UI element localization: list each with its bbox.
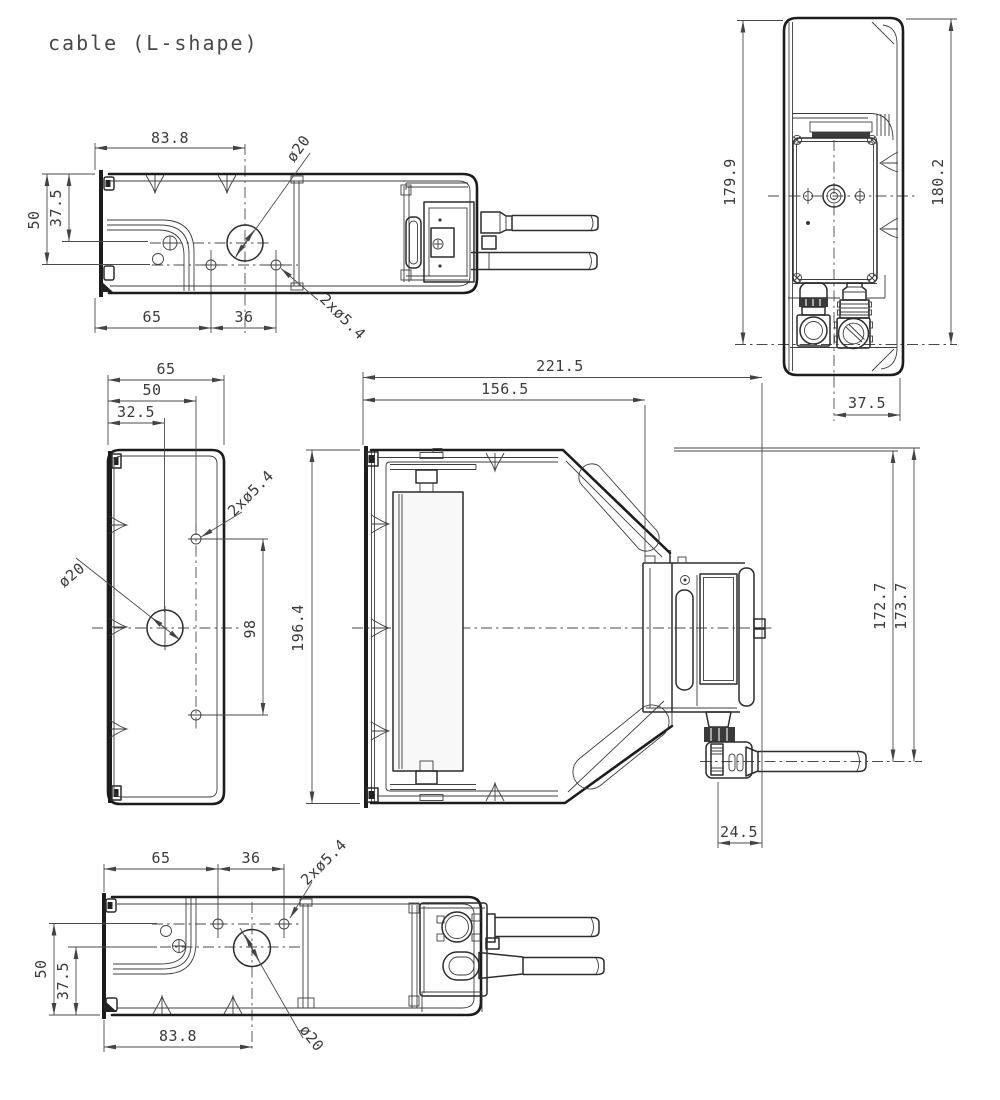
hole-dia5-4 bbox=[190, 533, 202, 545]
dim-375-label: 37.5 bbox=[54, 962, 72, 1000]
bottom-connectors bbox=[788, 275, 897, 350]
cable-upper bbox=[512, 214, 599, 232]
dim-375-label: 37.5 bbox=[47, 189, 65, 227]
dim-375-label: 37.5 bbox=[848, 394, 886, 412]
connector-a-port bbox=[799, 316, 828, 345]
holes bbox=[146, 533, 202, 721]
view-front-main: 221.5 156.5 172.7 173.7 24.5 bbox=[352, 357, 922, 848]
dim-245-label: 24.5 bbox=[720, 823, 758, 841]
sensor-block bbox=[791, 121, 878, 284]
view-end-right: 179.9 180.2 37.5 bbox=[721, 16, 957, 421]
hole-dia5-4 bbox=[212, 918, 224, 930]
dim-65-label: 65 bbox=[142, 308, 161, 326]
centerlines bbox=[152, 864, 300, 1052]
elbow-connector bbox=[705, 741, 753, 779]
dim-1565-label: 156.5 bbox=[481, 380, 529, 398]
dimensions: 83.8 50 37.5 65 36 ø20 2xø5.4 bbox=[25, 129, 369, 343]
elbow-cable-assembly bbox=[704, 711, 867, 779]
dim-1799-label: 179.9 bbox=[721, 158, 739, 206]
hole-dia20 bbox=[226, 224, 264, 262]
dim-50-label: 50 bbox=[25, 210, 43, 229]
dim-50-label: 50 bbox=[142, 381, 161, 399]
chamfer-cover-top bbox=[578, 463, 660, 552]
dim-36-label: 36 bbox=[234, 308, 253, 326]
holes bbox=[160, 918, 290, 968]
view-plate-left: 65 50 32.5 98 196.4 2xø5.4 ø20 bbox=[55, 360, 360, 806]
drawing-title: cable (L-shape) bbox=[48, 31, 259, 55]
dimensions: 65 50 32.5 98 196.4 2xø5.4 ø20 bbox=[55, 360, 360, 804]
hole-dia20 bbox=[146, 609, 184, 647]
body-outline bbox=[782, 16, 905, 377]
l-cable bbox=[758, 750, 867, 773]
body-outline bbox=[364, 446, 674, 808]
chamfer-cover-bottom bbox=[572, 704, 670, 790]
side-connector-box bbox=[642, 555, 766, 713]
view-side-bottom: 65 36 2xø5.4 50 37.5 83.8 ø20 bbox=[32, 836, 605, 1055]
dim-65-label: 65 bbox=[156, 360, 175, 378]
dim-65-label: 65 bbox=[151, 849, 170, 867]
dim-2x54-label: 2xø5.4 bbox=[297, 836, 350, 889]
round-connector bbox=[441, 911, 473, 943]
dim-2x54-label: 2xø5.4 bbox=[316, 290, 369, 343]
corner-screws bbox=[791, 134, 878, 284]
dim-2215-label: 221.5 bbox=[536, 357, 584, 375]
dim-2x54-label: 2xø5.4 bbox=[224, 467, 277, 520]
body-outline bbox=[102, 893, 483, 1019]
hole-dia5-4 bbox=[190, 709, 202, 721]
connector-assembly bbox=[400, 184, 599, 283]
connector-assembly bbox=[408, 902, 605, 1012]
window-assembly bbox=[390, 464, 477, 790]
dim-1964-label: 196.4 bbox=[289, 604, 307, 652]
cable-plug bbox=[480, 211, 513, 234]
center-boss bbox=[822, 184, 846, 208]
body-outline bbox=[106, 448, 226, 806]
centerlines bbox=[735, 140, 957, 421]
cable-lower bbox=[523, 956, 605, 976]
dimensions: 179.9 180.2 37.5 bbox=[721, 18, 957, 421]
dim-1727-label: 172.7 bbox=[871, 582, 889, 630]
dimensions: 221.5 156.5 172.7 173.7 24.5 bbox=[362, 357, 920, 848]
connector-b-port bbox=[837, 317, 870, 350]
hole-dia5-4 bbox=[270, 259, 282, 271]
dim-1737-label: 173.7 bbox=[892, 582, 910, 630]
cable-lower bbox=[471, 251, 598, 271]
view-side-top: 83.8 50 37.5 65 36 ø20 2xø5.4 bbox=[25, 129, 599, 343]
sensor-window bbox=[392, 491, 464, 772]
dim-dia20-label: ø20 bbox=[296, 1021, 328, 1055]
body-outline bbox=[99, 170, 479, 297]
dim-838-label: 83.8 bbox=[151, 129, 189, 147]
centerlines bbox=[150, 144, 298, 333]
dim-50-label: 50 bbox=[32, 959, 50, 978]
dim-325-label: 32.5 bbox=[117, 403, 155, 421]
dim-36-label: 36 bbox=[241, 849, 260, 867]
dim-dia20-label: ø20 bbox=[283, 132, 314, 166]
dim-838-label: 83.8 bbox=[159, 1027, 197, 1045]
cable-upper bbox=[495, 916, 600, 938]
dim-98-label: 98 bbox=[241, 619, 259, 638]
hole-dia5-4 bbox=[205, 259, 217, 271]
hole-dia5-4 bbox=[278, 918, 290, 930]
dim-1802-label: 180.2 bbox=[929, 158, 947, 206]
holes bbox=[152, 224, 282, 271]
hole-dia20 bbox=[232, 928, 272, 968]
